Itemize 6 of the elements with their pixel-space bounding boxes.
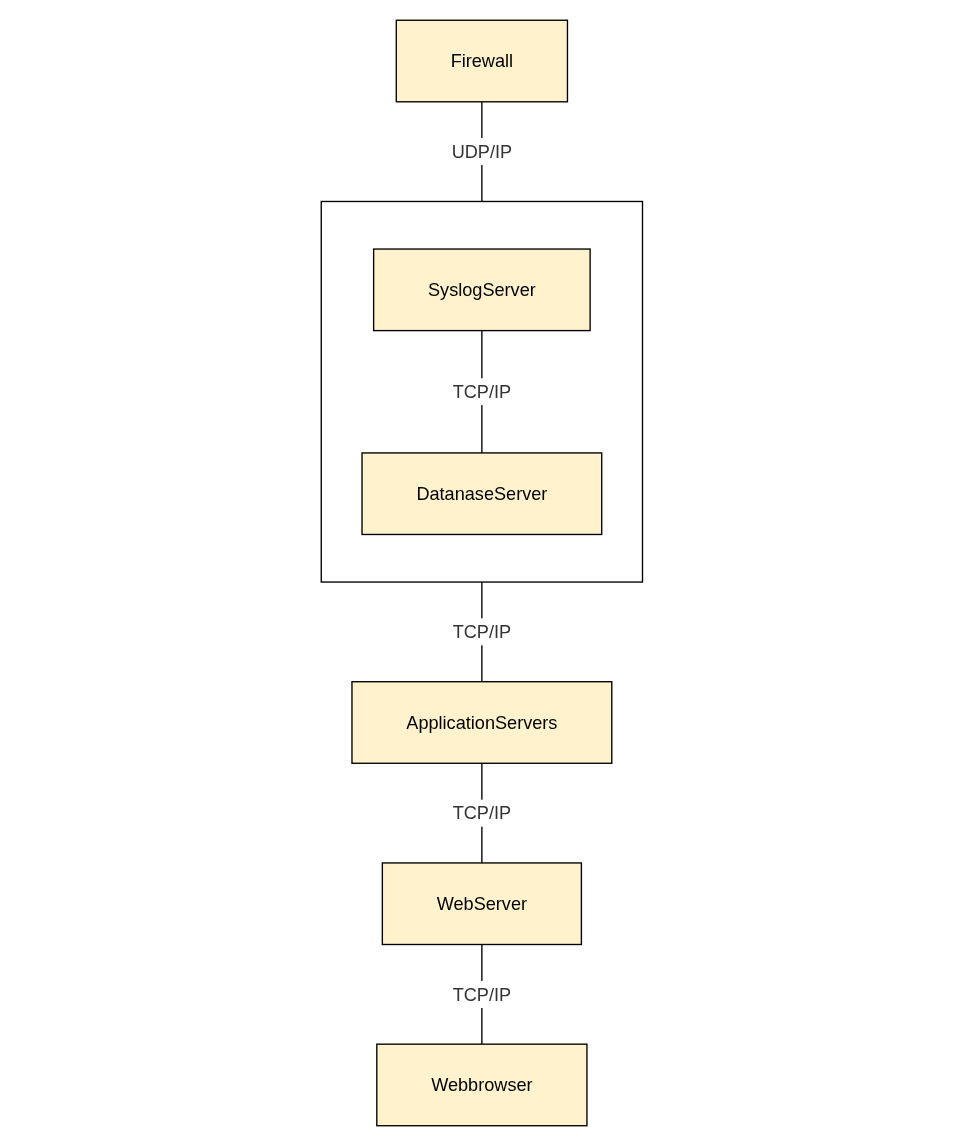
- server-box: ApplicationServers: [350, 681, 613, 764]
- server-box: WebServer: [381, 862, 582, 946]
- server-box: SyslogServer: [372, 248, 591, 332]
- server-box: Firewall: [395, 19, 568, 103]
- server-box: DatanaseServer: [360, 452, 603, 536]
- server-box: Webbrowser: [375, 1043, 588, 1127]
